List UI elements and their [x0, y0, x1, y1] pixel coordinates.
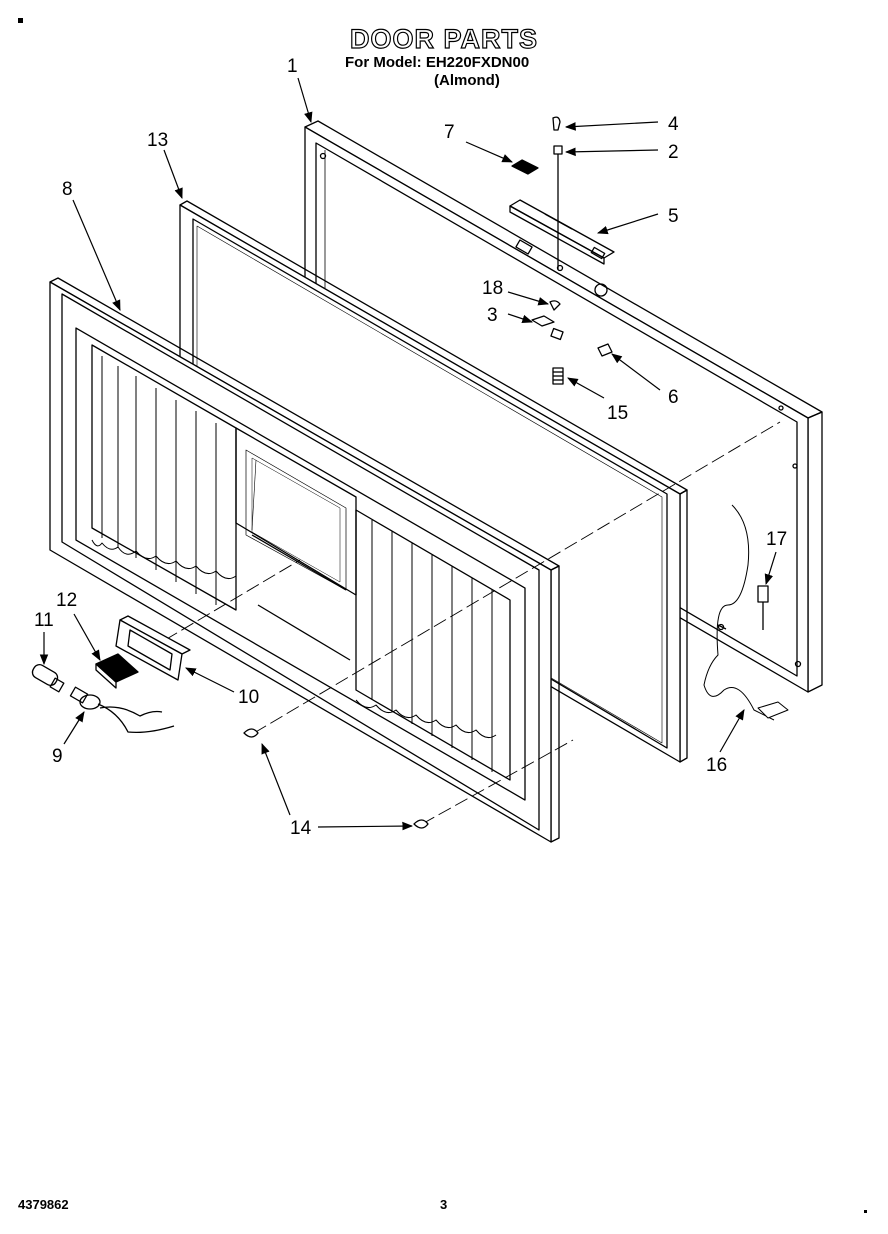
fastener-part-14-b [413, 819, 429, 829]
leader-6 [611, 353, 661, 391]
light-cover [95, 653, 139, 689]
light-bulb [31, 663, 65, 693]
door-gasket [179, 200, 688, 763]
leader-5 [596, 213, 659, 235]
leader-13 [163, 149, 183, 200]
leader-17 [764, 551, 777, 586]
callout-7: 7 [444, 122, 455, 143]
callout-4: 4 [668, 114, 679, 135]
leader-7 [465, 141, 513, 163]
leader-12 [73, 613, 101, 661]
callout-6: 6 [668, 387, 679, 408]
leader-2 [564, 147, 659, 157]
leader-8 [72, 199, 121, 311]
fastener-part-14-a [243, 728, 259, 738]
callout-9: 9 [52, 746, 63, 767]
pin-part-2 [553, 145, 563, 270]
clip-part-6 [597, 343, 613, 357]
leader-9 [63, 711, 85, 745]
leader-14a [261, 742, 291, 816]
page-title: DOOR PARTS [349, 23, 538, 54]
callout-2: 2 [668, 142, 679, 163]
inner-door-liner [49, 277, 560, 843]
callout-12: 12 [56, 590, 77, 611]
light-socket [69, 686, 175, 734]
callout-18: 18 [482, 278, 503, 299]
part-number: 4379862 [18, 1197, 69, 1212]
corner-mark-bottom-right [864, 1210, 867, 1213]
color-line: (Almond) [434, 72, 500, 89]
callout-10: 10 [238, 687, 259, 708]
leader-1 [297, 77, 313, 124]
leader-18 [507, 291, 550, 306]
callout-16: 16 [706, 755, 727, 776]
leader-3 [507, 313, 534, 324]
page-number: 3 [440, 1197, 448, 1212]
corner-mark-top-left [18, 18, 23, 23]
callout-13: 13 [147, 130, 168, 151]
leader-14b [317, 821, 414, 831]
leader-16 [719, 709, 745, 753]
callout-3: 3 [487, 305, 498, 326]
leader-10 [185, 667, 235, 693]
hinge-part-18 [549, 300, 561, 311]
light-housing [115, 615, 191, 681]
callout-1: 1 [287, 56, 298, 77]
callout-14: 14 [290, 818, 312, 839]
wire-harness [703, 504, 789, 721]
callout-11: 11 [34, 610, 54, 631]
callout-5: 5 [668, 206, 679, 227]
leader-15 [567, 377, 605, 399]
model-line: For Model: EH220FXDN00 [345, 54, 530, 71]
callout-17: 17 [766, 529, 787, 550]
pin-part-4 [552, 116, 561, 131]
screw-part-17 [757, 585, 769, 630]
callout-15: 15 [607, 403, 628, 424]
alignment-lines [164, 421, 781, 825]
screw-part-15 [552, 367, 564, 385]
liner-ribs-right [355, 520, 497, 772]
hinge-part-3 [531, 315, 564, 341]
leader-4 [564, 121, 659, 131]
callout-8: 8 [62, 179, 73, 200]
label-part-7 [511, 159, 539, 175]
liner-ribs-left [91, 356, 237, 605]
